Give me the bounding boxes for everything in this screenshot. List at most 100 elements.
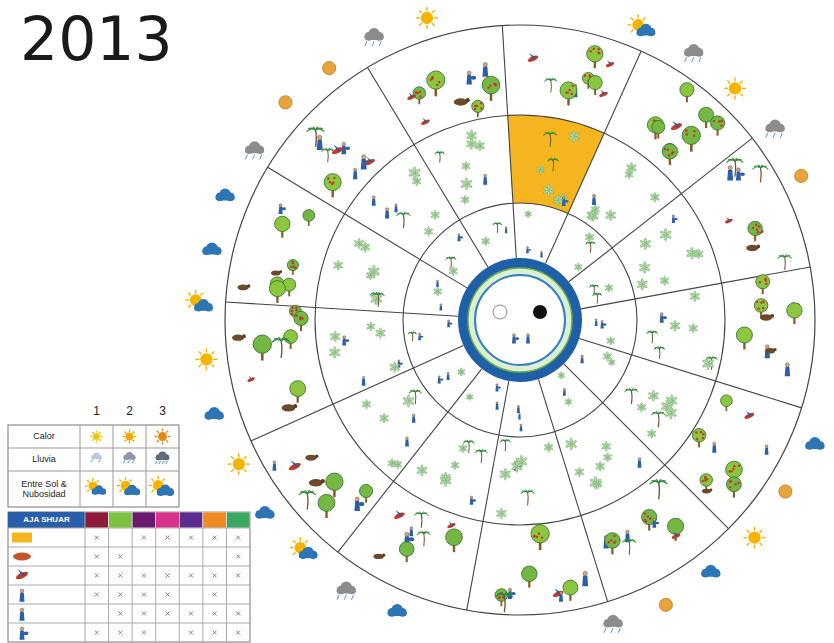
person-head <box>470 496 472 498</box>
figure <box>760 314 774 321</box>
cloud-base <box>124 457 136 460</box>
column-number: 2 <box>113 402 146 422</box>
palm-leaf <box>373 293 378 294</box>
plant-leaf <box>605 285 610 289</box>
figure <box>446 529 463 552</box>
palm-leaf <box>412 332 416 334</box>
sun-ray <box>130 479 132 481</box>
sun-ray <box>87 490 89 492</box>
person-body <box>279 207 283 214</box>
macaw-wing <box>673 532 678 537</box>
person-head <box>638 458 641 461</box>
sun-ray <box>119 490 121 492</box>
fruit-dot <box>480 107 482 109</box>
figure <box>637 458 641 468</box>
figure <box>746 245 760 252</box>
tree-crown <box>700 474 713 487</box>
plant-leaf <box>565 440 572 445</box>
fruit-dot <box>588 74 590 76</box>
person-body <box>317 139 323 150</box>
cell-mark <box>213 536 217 540</box>
person-body <box>580 357 583 363</box>
figure <box>416 465 427 477</box>
fruit-dot <box>499 596 501 598</box>
plant-leaf <box>362 401 367 405</box>
palm-trunk <box>327 150 329 162</box>
palm-leaf <box>497 223 502 224</box>
person-body <box>438 378 441 383</box>
figure <box>637 279 648 291</box>
sun-ray <box>206 348 207 352</box>
month-spoke <box>545 51 641 263</box>
fruit-dot <box>291 310 293 312</box>
cell-mark <box>142 612 146 616</box>
person-body <box>727 170 733 181</box>
sun-ray <box>211 352 214 355</box>
figure <box>565 398 572 406</box>
sun-ray <box>151 479 153 481</box>
palm-leaf <box>655 347 659 348</box>
palm-leaf <box>543 133 550 135</box>
palm-trunk <box>597 295 598 304</box>
palm-leaf <box>328 149 334 151</box>
palm-leaf <box>307 492 316 495</box>
figure <box>787 303 802 324</box>
rain-drop <box>337 595 339 600</box>
cell-mark <box>236 612 240 616</box>
fruit-dot <box>713 120 715 122</box>
figure <box>744 411 755 420</box>
fruit-dot <box>729 470 731 472</box>
pot-icon <box>13 553 31 561</box>
plant-leaf <box>475 142 481 147</box>
figure <box>587 46 603 69</box>
figure <box>562 197 569 206</box>
plant-leaf <box>702 359 709 365</box>
person-body <box>562 199 566 206</box>
month-spoke <box>467 381 509 610</box>
weather-icon <box>255 506 274 519</box>
plant-leaf <box>665 409 672 415</box>
palm-trunk <box>590 243 591 253</box>
fruit-dot <box>702 433 704 435</box>
weather-icon <box>228 453 250 475</box>
palm-trunk <box>403 215 405 229</box>
tree-crown <box>413 87 426 100</box>
person-head <box>448 320 450 322</box>
figure <box>417 531 431 546</box>
tree-crown <box>472 100 484 112</box>
figure <box>574 263 582 271</box>
figure <box>396 212 410 228</box>
figure <box>451 461 460 470</box>
sun-ray <box>195 359 199 360</box>
palm-leaf <box>463 441 469 443</box>
figure <box>726 477 741 498</box>
person-head <box>765 345 769 349</box>
sun-ray <box>432 23 435 26</box>
palm-leaf <box>652 332 658 334</box>
fruit-dot <box>765 283 767 285</box>
sun-disc <box>93 433 100 440</box>
figure <box>457 368 465 376</box>
macaw-body <box>598 91 608 98</box>
sun-ray <box>759 530 762 533</box>
figure <box>736 327 752 349</box>
sun-ray <box>734 95 735 99</box>
legend-label: Lluvia <box>10 448 78 471</box>
person-head <box>279 204 282 207</box>
cloud-base <box>205 414 224 419</box>
fruit-dot <box>572 85 574 87</box>
sun-ray <box>246 463 250 464</box>
fruit-dot <box>295 307 297 309</box>
figure <box>275 216 290 237</box>
palm-leaf <box>421 513 428 515</box>
person-body <box>660 316 664 323</box>
figure <box>682 126 700 151</box>
palm-leaf <box>505 440 510 442</box>
sun-ray <box>628 24 632 25</box>
fruit-dot <box>290 266 292 268</box>
figure <box>585 241 595 252</box>
basket <box>603 323 606 325</box>
palm-leaf <box>447 257 451 258</box>
palm-trunk <box>550 134 552 147</box>
outer-ring <box>225 25 815 615</box>
